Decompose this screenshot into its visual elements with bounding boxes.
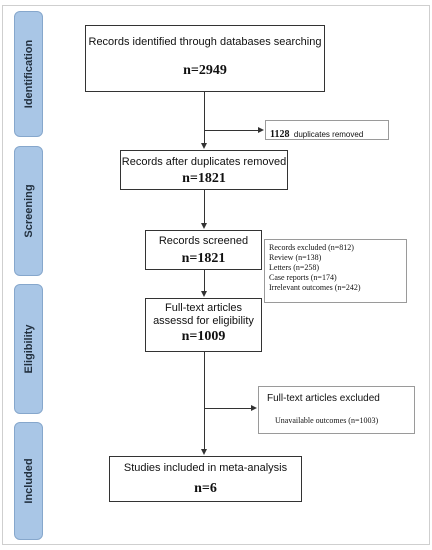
connector	[204, 190, 205, 224]
box-count: n=1821	[181, 251, 226, 266]
box-text: Records after duplicates removed	[121, 156, 287, 168]
box-records-screened: Records screened n=1821	[145, 230, 262, 270]
phase-label: Identification	[22, 39, 35, 109]
box-studies-included: Studies included in meta-analysis n=6	[109, 456, 302, 502]
box-count: n=2949	[183, 63, 227, 78]
box-text: Studies included in meta-analysis	[123, 462, 288, 474]
box-after-duplicates: Records after duplicates removed n=1821	[120, 150, 288, 190]
box-fulltext-excluded: Full-text articles excluded Unavailable …	[258, 386, 415, 434]
box-records-identified: Records identified through databases sea…	[85, 25, 325, 92]
phase-included: Included	[14, 422, 43, 540]
excluded-row: Case reports (n=174)	[269, 273, 337, 282]
arrow-head	[251, 405, 257, 411]
connector	[204, 92, 205, 144]
excluded-row: Letters (n=258)	[269, 263, 320, 272]
arrow-head	[258, 127, 264, 133]
prisma-flow-diagram: Identification Screening Eligibility Inc…	[2, 5, 430, 545]
fulltext-excluded-title: Full-text articles excluded	[267, 393, 380, 404]
phase-screening: Screening	[14, 146, 43, 276]
box-count: n=1009	[181, 329, 226, 344]
box-count: n=1821	[182, 171, 226, 186]
connector	[204, 408, 252, 409]
phase-identification: Identification	[14, 11, 43, 137]
box-text: Full-text articles assessd for eligibili…	[153, 302, 254, 327]
arrow-head	[201, 223, 207, 229]
arrow-head	[201, 143, 207, 149]
arrow-head	[201, 291, 207, 297]
duplicates-count: 1128	[270, 129, 290, 140]
arrow-head	[201, 449, 207, 455]
box-duplicates-removed: 1128 duplicates removed	[265, 120, 389, 140]
fulltext-excluded-detail: Unavailable outcomes (n=1003)	[275, 416, 379, 425]
connector	[204, 352, 205, 450]
box-records-excluded: Records excluded (n=812) Review (n=138) …	[264, 239, 407, 303]
phase-label: Eligibility	[22, 324, 35, 374]
connector	[204, 270, 205, 292]
box-count: n=6	[194, 481, 217, 496]
excluded-row: Records excluded (n=812)	[269, 243, 354, 252]
box-text: Records identified through databases sea…	[88, 36, 322, 48]
phase-eligibility: Eligibility	[14, 284, 43, 414]
phase-label: Included	[22, 458, 35, 504]
excluded-row: Irrelevant outcomes (n=242)	[269, 283, 361, 292]
box-fulltext-assessed: Full-text articles assessd for eligibili…	[145, 298, 262, 352]
duplicates-text: duplicates removed	[293, 130, 364, 139]
connector	[204, 130, 258, 131]
excluded-row: Review (n=138)	[269, 253, 322, 262]
phase-label: Screening	[22, 184, 35, 238]
box-text: Records screened	[158, 235, 249, 247]
